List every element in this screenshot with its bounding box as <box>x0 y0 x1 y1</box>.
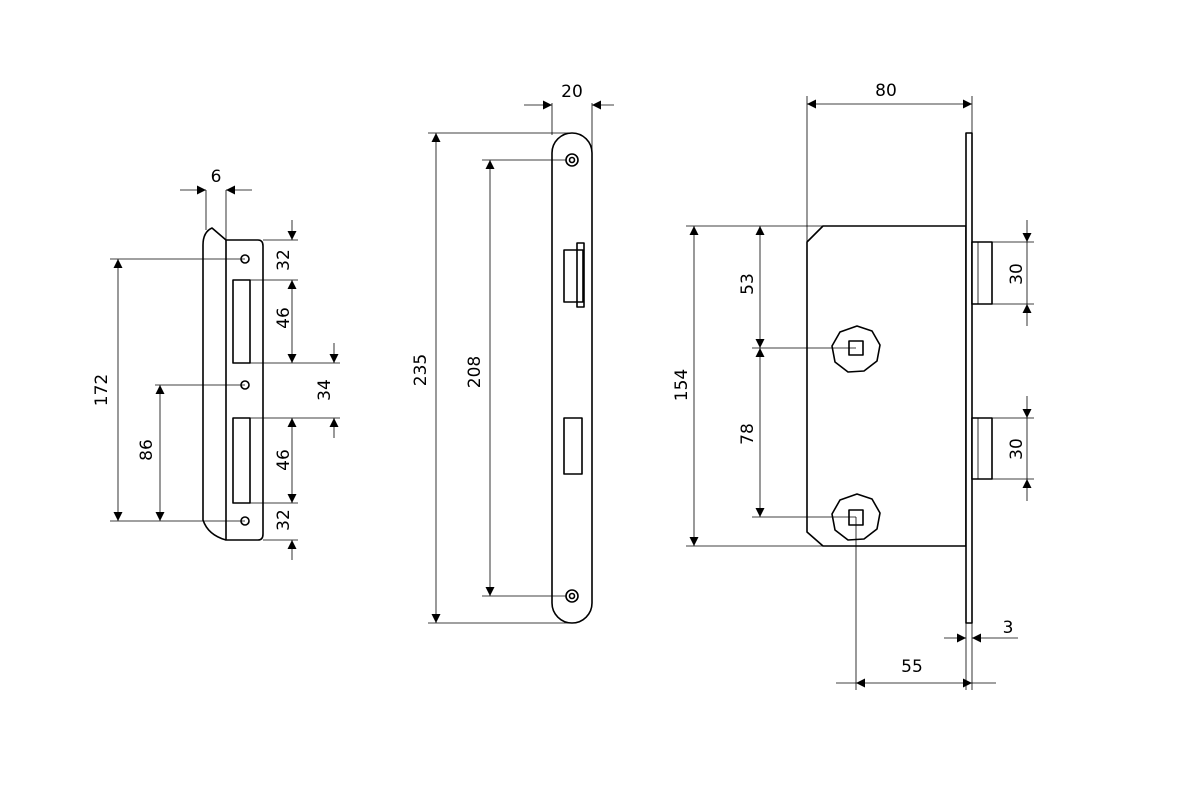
lock-spindle-dimensions: 53 78 <box>738 226 856 518</box>
lock-bottom-bolt-dimension: 30 <box>992 396 1034 501</box>
strike-middle-gap-label: 34 <box>315 379 335 401</box>
lock-backset-width-dimension: 80 <box>806 81 973 242</box>
strike-right-dimensions: 32 46 34 46 32 <box>250 220 340 560</box>
faceplate-screw-spacing-dimension: 208 <box>465 159 566 597</box>
lock-case <box>806 225 967 547</box>
strike-plate-body <box>225 239 264 541</box>
lock-body: 80 30 30 154 <box>672 81 1034 690</box>
lock-body-height-label: 154 <box>672 369 692 401</box>
faceplate-screw-spacing-label: 208 <box>465 356 485 388</box>
faceplate-total-height-dimension: 235 <box>411 132 572 624</box>
faceplate-bolt-opening <box>563 417 583 475</box>
strike-total-height-dimension: 172 <box>92 258 245 522</box>
strike-half-height-dimension: 86 <box>137 384 245 521</box>
lock-spindle-backset-dimension: 55 <box>836 517 996 690</box>
faceplate-width-label: 20 <box>561 82 583 102</box>
strike-total-height-label: 172 <box>92 374 112 406</box>
lock-spindle-spacing-label: 78 <box>738 423 758 445</box>
faceplate: 20 235 208 <box>411 82 614 624</box>
lock-front-plate <box>965 132 973 624</box>
strike-half-height-label: 86 <box>137 439 157 461</box>
strike-width-label: 6 <box>211 167 222 187</box>
lock-plate-thickness-label: 3 <box>1003 618 1014 638</box>
lock-deadbolt <box>971 417 993 480</box>
strike-upper-slot <box>232 279 251 364</box>
lock-top-bolt-label: 30 <box>1007 263 1027 285</box>
lock-plate-thickness-dimension: 3 <box>944 618 1018 690</box>
lock-top-bolt-dimension: 30 <box>992 220 1034 326</box>
lock-bottom-bolt-label: 30 <box>1007 438 1027 460</box>
faceplate-total-height-label: 235 <box>411 354 431 386</box>
strike-lower-slot-label: 46 <box>274 449 294 471</box>
strike-plate: 6 172 86 32 <box>92 167 340 560</box>
strike-lower-slot <box>232 417 251 504</box>
faceplate-width-dimension: 20 <box>524 82 614 150</box>
strike-width-dimension: 6 <box>180 167 252 240</box>
lock-spindle-backset-label: 55 <box>901 657 923 677</box>
lock-latch <box>971 241 993 305</box>
lock-upper-offset-label: 53 <box>738 273 758 295</box>
faceplate-body <box>551 132 593 624</box>
faceplate-latch-opening <box>563 249 584 303</box>
strike-upper-slot-label: 46 <box>274 307 294 329</box>
strike-top-edge-label: 32 <box>274 249 294 271</box>
lock-body-height-dimension: 154 <box>672 225 823 547</box>
lock-backset-width-label: 80 <box>875 81 897 101</box>
strike-plate-lip <box>202 227 227 541</box>
strike-bottom-edge-label: 32 <box>274 509 294 531</box>
